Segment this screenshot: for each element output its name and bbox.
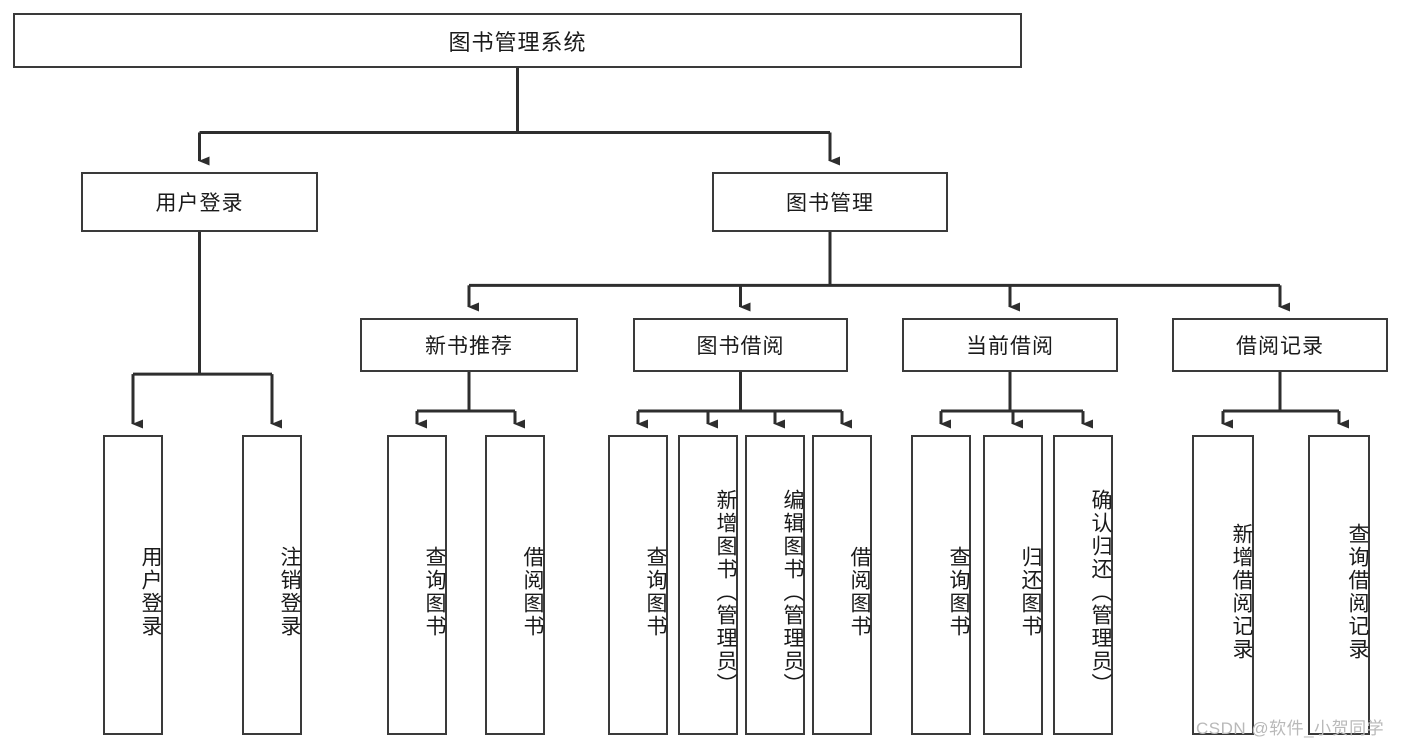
node-leaf-edit-book[interactable]: 编辑图书（管理员） — [745, 435, 805, 735]
node-leaf-return-book[interactable]: 归还图书 — [983, 435, 1043, 735]
node-leaf-query-book-2[interactable]: 查询图书 — [608, 435, 668, 735]
csdn-watermark: CSDN @软件_小贺同学 — [1196, 719, 1385, 738]
node-book-borrow[interactable]: 图书借阅 — [633, 318, 848, 372]
node-leaf-add-book-label: 新增图书（管理员） — [714, 488, 737, 696]
node-book-borrow-label: 图书借阅 — [696, 335, 785, 358]
node-user-login-label: 用户登录 — [155, 192, 244, 215]
node-borrow-record[interactable]: 借阅记录 — [1172, 318, 1388, 372]
node-leaf-user-login-label: 用户登录 — [139, 546, 162, 638]
node-leaf-borrow-book-2[interactable]: 借阅图书 — [812, 435, 872, 735]
node-leaf-add-record[interactable]: 新增借阅记录 — [1192, 435, 1254, 735]
node-leaf-query-record-label: 查询借阅记录 — [1346, 523, 1369, 661]
node-leaf-borrow-book-1[interactable]: 借阅图书 — [485, 435, 545, 735]
node-leaf-user-logout-label: 注销登录 — [278, 546, 301, 638]
node-new-book-recommend-label: 新书推荐 — [425, 335, 513, 358]
node-leaf-borrow-book-1-label: 借阅图书 — [521, 546, 544, 638]
node-leaf-query-book-3[interactable]: 查询图书 — [911, 435, 971, 735]
node-leaf-add-book[interactable]: 新增图书（管理员） — [678, 435, 738, 735]
node-leaf-query-book-1-label: 查询图书 — [423, 546, 446, 638]
node-leaf-add-record-label: 新增借阅记录 — [1230, 523, 1253, 661]
node-leaf-borrow-book-2-label: 借阅图书 — [848, 546, 871, 638]
node-user-login[interactable]: 用户登录 — [81, 172, 318, 232]
node-root[interactable]: 图书管理系统 — [13, 13, 1022, 68]
node-leaf-query-record[interactable]: 查询借阅记录 — [1308, 435, 1370, 735]
node-leaf-edit-book-label: 编辑图书（管理员） — [781, 488, 804, 696]
node-book-manage[interactable]: 图书管理 — [712, 172, 948, 232]
node-leaf-return-book-label: 归还图书 — [1019, 546, 1042, 638]
node-leaf-query-book-1[interactable]: 查询图书 — [387, 435, 447, 735]
node-book-manage-label: 图书管理 — [786, 192, 874, 215]
node-root-label: 图书管理系统 — [448, 29, 587, 55]
node-leaf-confirm-return-label: 确认归还（管理员） — [1089, 488, 1112, 696]
node-leaf-user-logout[interactable]: 注销登录 — [242, 435, 302, 735]
node-new-book-recommend[interactable]: 新书推荐 — [360, 318, 578, 372]
node-leaf-confirm-return[interactable]: 确认归还（管理员） — [1053, 435, 1113, 735]
node-leaf-query-book-3-label: 查询图书 — [947, 546, 970, 638]
node-current-borrow[interactable]: 当前借阅 — [902, 318, 1118, 372]
node-current-borrow-label: 当前借阅 — [966, 335, 1054, 358]
node-leaf-query-book-2-label: 查询图书 — [644, 546, 667, 638]
node-borrow-record-label: 借阅记录 — [1236, 335, 1324, 358]
node-leaf-user-login[interactable]: 用户登录 — [103, 435, 163, 735]
